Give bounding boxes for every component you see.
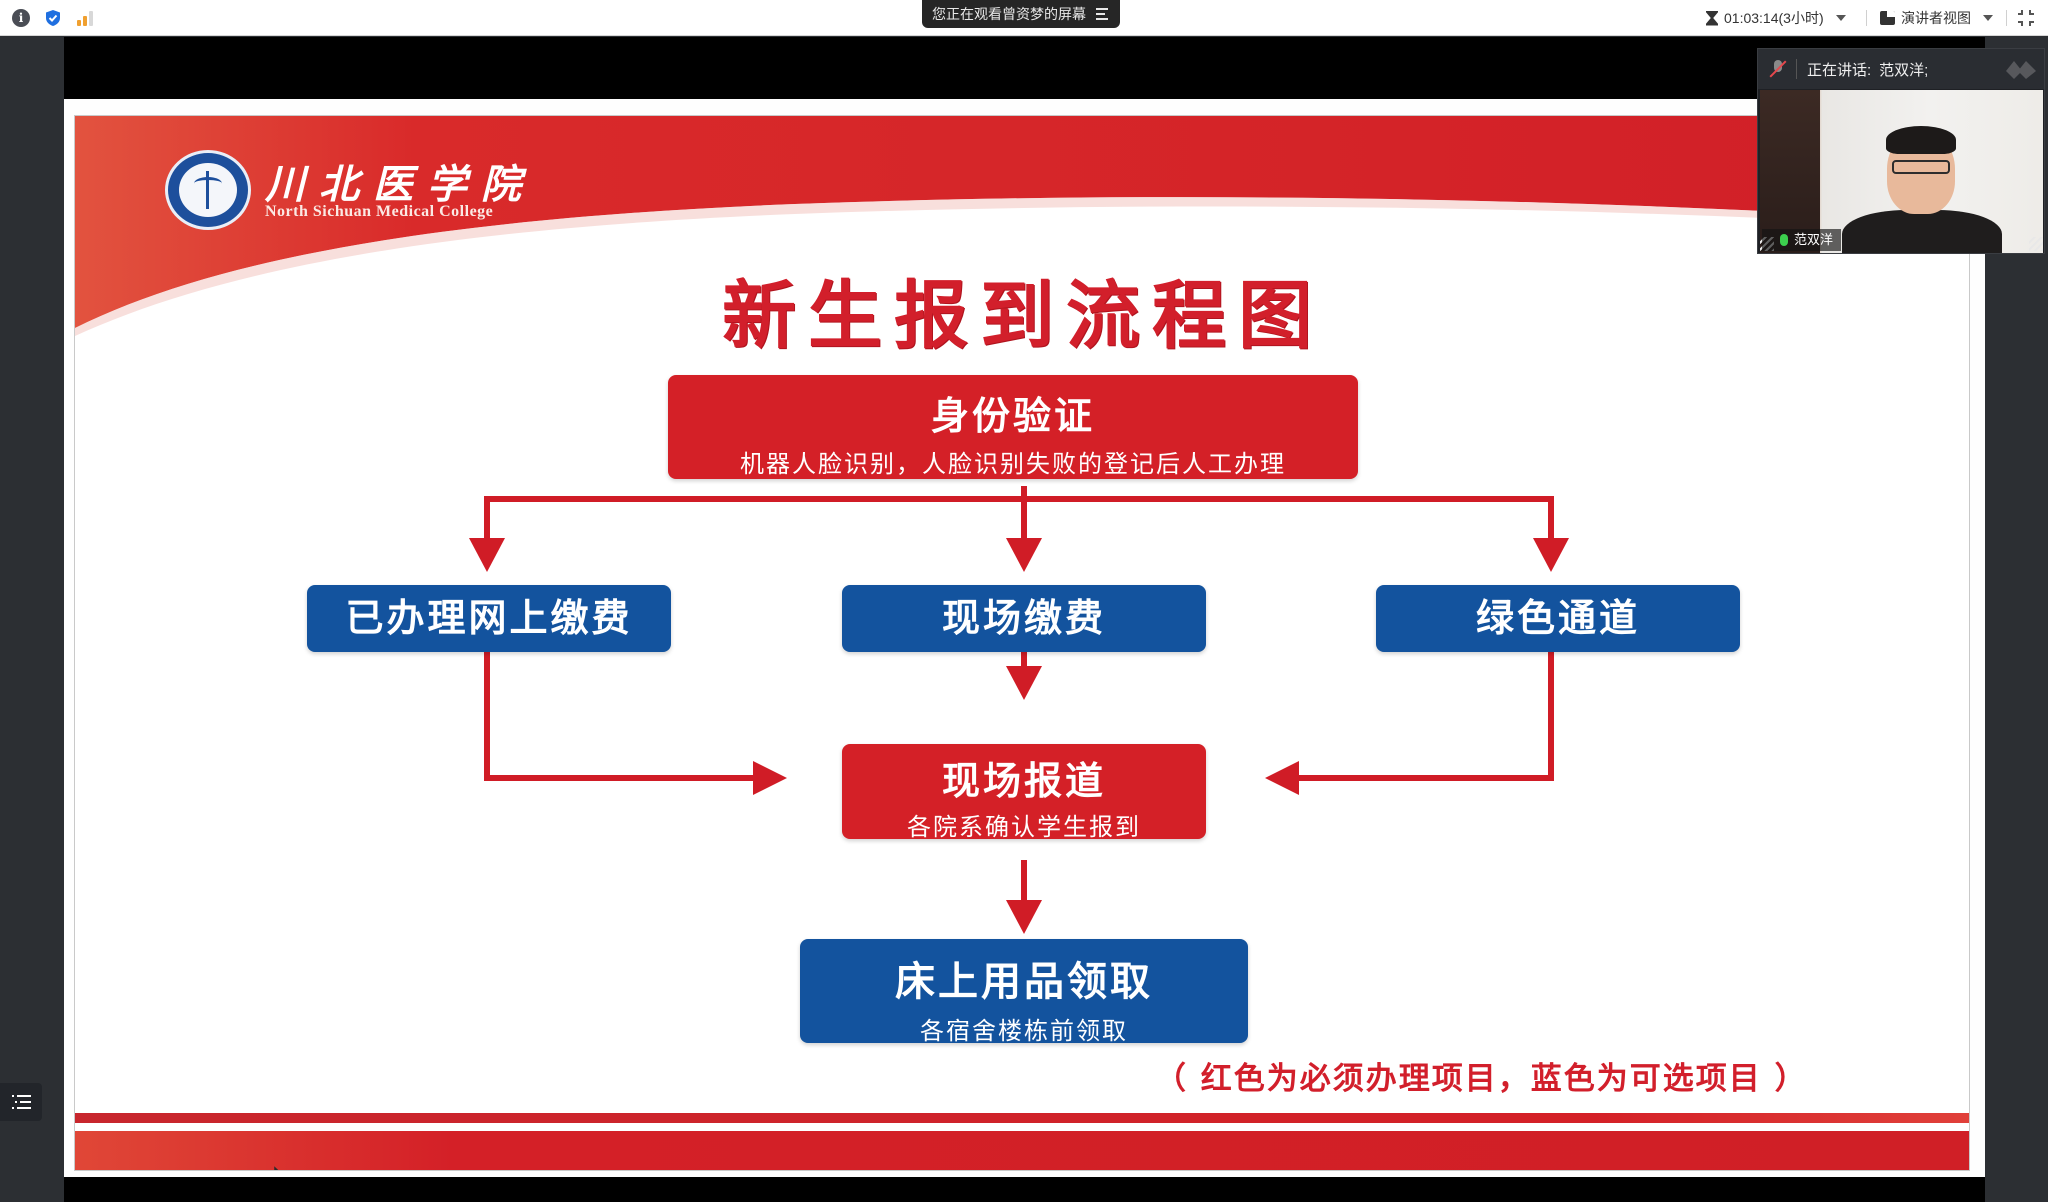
step-online-payment: 已办理网上缴费	[307, 585, 671, 652]
toolbar-divider	[2006, 10, 2007, 26]
header-banner	[75, 116, 1969, 336]
step-onsite-registration-desc: 各院系确认学生报到	[907, 813, 1141, 841]
college-logo-seal	[165, 150, 251, 230]
chevron-down-icon	[1983, 15, 1993, 21]
info-icon[interactable]: i	[12, 9, 30, 27]
speaker-video-panel[interactable]: 正在讲话: 范双洋; 范双洋	[1757, 48, 2045, 254]
left-rail	[0, 37, 64, 1202]
chevron-down-icon	[1835, 15, 1846, 21]
presenter-view-icon	[1880, 11, 1895, 25]
background-door	[1760, 90, 1820, 253]
view-mode-label: 演讲者视图	[1901, 10, 1971, 26]
meeting-timer[interactable]: 01:03:14(3小时)	[1706, 0, 1846, 36]
shield-check-icon[interactable]	[44, 9, 62, 27]
mic-muted-icon[interactable]	[1769, 60, 1787, 78]
step-onsite-registration: 现场报道 各院系确认学生报到	[842, 744, 1206, 841]
share-banner-text: 您正在观看曾资梦的屏幕	[932, 6, 1086, 22]
step-identity-desc: 机器人脸识别，人脸识别失败的登记后人工办理	[740, 450, 1286, 478]
step-onsite-payment: 现场缴费	[842, 585, 1206, 652]
view-mode-dropdown[interactable]: 演讲者视图	[1880, 0, 1993, 36]
participant-body	[1842, 210, 2002, 253]
meeting-toolbar: i 您正在观看曾资梦的屏幕 01:03:14(3小时) 演讲者视图	[0, 0, 2048, 36]
step-onsite-payment-title: 现场缴费	[941, 596, 1106, 640]
signal-strength-icon[interactable]	[77, 10, 95, 26]
college-name-cn: 川北医学院	[265, 161, 535, 208]
step-onsite-registration-title: 现场报道	[941, 759, 1106, 803]
presentation-slide: 川北医学院 North Sichuan Medical College 新生报到…	[64, 99, 1985, 1177]
step-identity-verification: 身份验证 机器人脸识别，人脸识别失败的登记后人工办理	[668, 375, 1358, 479]
participant-name-tag: 范双洋	[1762, 229, 1842, 251]
list-icon[interactable]	[0, 1083, 42, 1121]
mouse-pointer-icon	[274, 1166, 279, 1170]
legend-note: （ 红色为必须办理项目，蓝色为可选项目 ）	[1155, 1061, 1808, 1097]
footer-stripe-thin	[75, 1113, 1969, 1123]
resize-handle-icon[interactable]	[2029, 237, 2043, 251]
timer-text: 01:03:14(3小时)	[1724, 10, 1824, 26]
participant-name: 范双洋	[1794, 232, 1834, 247]
college-name-en: North Sichuan Medical College	[265, 203, 494, 220]
step-green-channel: 绿色通道	[1376, 585, 1740, 652]
active-speaker-bar: 正在讲话: 范双洋;	[1758, 49, 2044, 89]
participant-glasses	[1892, 160, 1950, 174]
divider	[1796, 59, 1797, 79]
shared-screen: 川北医学院 North Sichuan Medical College 新生报到…	[64, 37, 1985, 1202]
flow-arrows	[469, 486, 1569, 934]
step-green-channel-title: 绿色通道	[1475, 596, 1640, 640]
slide-content: 川北医学院 North Sichuan Medical College 新生报到…	[74, 115, 1970, 1171]
mic-active-icon	[1780, 234, 1788, 246]
step-identity-title: 身份验证	[930, 394, 1095, 438]
footer-stripe-thick	[75, 1131, 1969, 1170]
hourglass-icon	[1706, 11, 1718, 26]
participant-hair	[1886, 126, 1956, 154]
webcam-feed: 范双洋	[1760, 90, 2043, 253]
toolbar-divider	[1866, 10, 1867, 26]
step-bedding-desc: 各宿舍楼栋前领取	[920, 1017, 1128, 1045]
app-logo-icon	[2006, 61, 2036, 79]
speaker-name: 范双洋;	[1879, 61, 1929, 79]
menu-icon[interactable]	[1096, 8, 1108, 20]
speaking-label: 正在讲话:	[1807, 61, 1872, 79]
slide-title: 新生报到流程图	[722, 273, 1324, 359]
step-bedding-title: 床上用品领取	[895, 959, 1153, 1005]
step-online-payment-title: 已办理网上缴费	[345, 596, 633, 640]
screen-share-banner[interactable]: 您正在观看曾资梦的屏幕	[922, 0, 1120, 28]
step-bedding-pickup: 床上用品领取 各宿舍楼栋前领取	[800, 939, 1248, 1045]
exit-fullscreen-icon[interactable]	[2018, 10, 2034, 26]
